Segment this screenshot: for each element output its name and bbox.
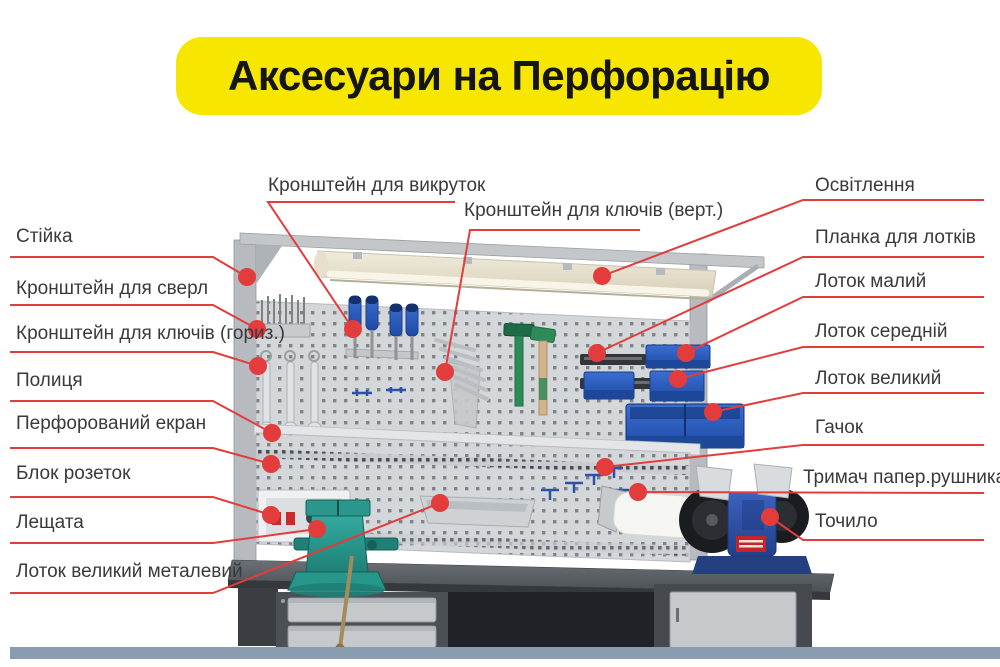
callout-large-metal-tray [10,494,449,594]
canopy-right-support [704,263,760,305]
callout-tray-rail [588,256,984,362]
label-small-tray: Лоток малий [815,271,927,292]
label-paper-towel-holder: Тримач папер.рушника [803,467,1000,488]
callout-large-tray [704,392,984,421]
bench-open-shelf [448,592,654,648]
label-lighting: Освітлення [815,175,915,196]
label-screwdriver-bracket: Кронштейн для викруток [268,175,486,196]
callout-grinder [761,508,984,541]
drawer-unit-icon [276,592,448,658]
label-stand: Стійка [16,226,73,247]
floor-strip [10,647,1000,659]
label-wrench-bracket-horizontal: Кронштейн для ключів (гориз.) [16,323,285,344]
cabinet-icon [654,584,812,652]
callout-stand [10,256,256,286]
label-vise: Лещата [16,512,84,533]
label-perforated-screen: Перфорований екран [16,413,207,434]
label-shelf: Полиця [16,370,83,391]
label-hook: Гачок [815,417,864,438]
callout-paper-towel-holder [629,483,985,501]
screwdrivers-icon [345,295,419,360]
label-grinder: Точило [815,511,878,532]
bench-left-leg [238,588,278,646]
grinder-icon [679,463,812,574]
callout-medium-tray [669,346,984,388]
vertical-wrench-rack-icon [434,338,489,429]
callout-lighting [593,199,984,285]
label-wrench-bracket-vertical: Кронштейн для ключів (верт.) [464,200,724,221]
label-large-metal-tray: Лоток великий металевий [16,561,243,582]
label-socket-block: Блок розеток [16,463,131,484]
canopy-left-gusset [256,244,282,284]
canopy [239,232,765,269]
shelf-ledge [253,423,701,456]
callout-wrench-bracket-horizontal [10,351,267,375]
callout-hook [596,444,984,476]
title-banner: Аксесуари на Перфорацію [176,37,822,115]
light-fixture-icon [314,250,717,300]
screen-top-rail [256,449,690,475]
label-tray-rail: Планка для лотків [815,227,976,248]
hooks-icon [541,466,629,500]
hammers-icon [503,323,556,416]
callout-small-tray [677,296,984,362]
callout-vise [10,520,326,544]
drill-bits-bracket-icon [257,294,311,338]
callout-socket-block [10,496,280,524]
blue-clips-icon [352,387,406,396]
callout-shelf [10,400,281,442]
label-large-tray: Лоток великий [815,368,942,389]
label-medium-tray: Лоток середній [815,321,948,342]
callout-drill-bracket [10,304,266,338]
callout-wrench-bracket-vertical [436,229,640,381]
page-title: Аксесуари на Перфорацію [228,52,770,99]
callout-screwdriver-bracket [266,201,455,338]
callout-perforated-screen [10,447,280,473]
label-drill-bracket: Кронштейн для сверл [16,278,209,299]
